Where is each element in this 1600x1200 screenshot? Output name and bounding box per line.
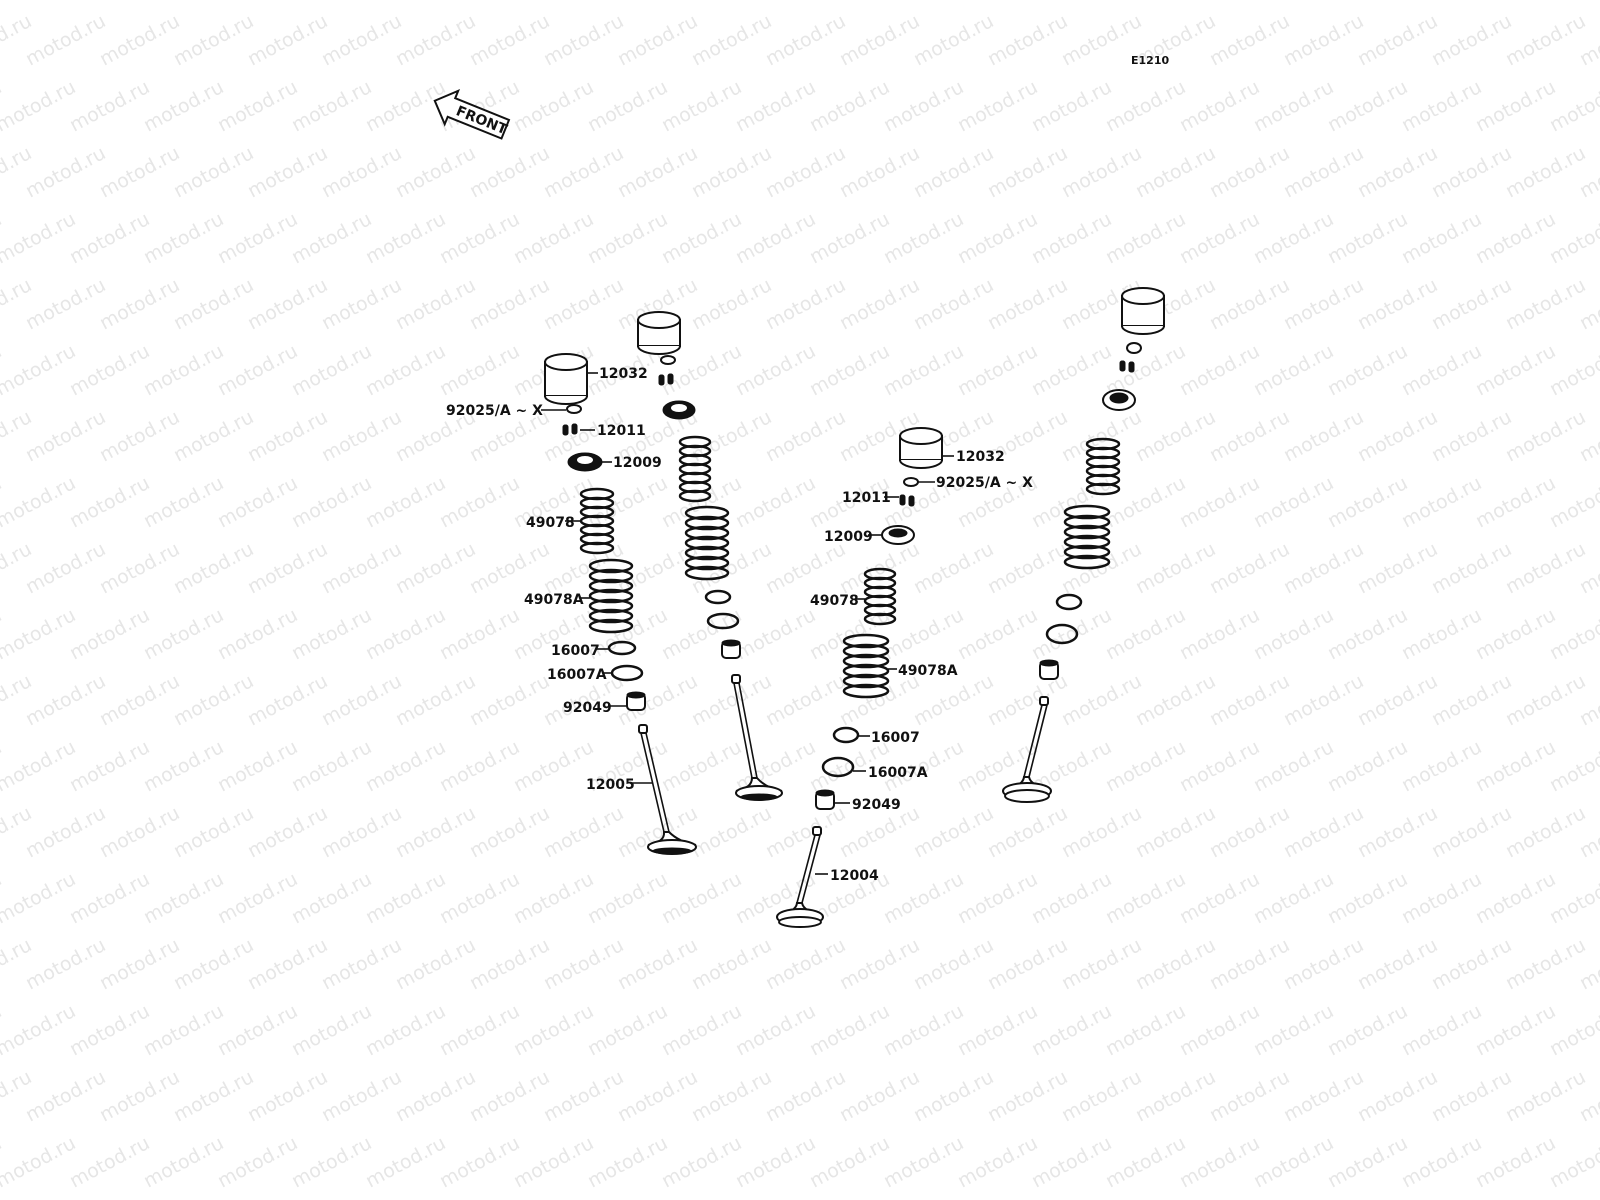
label-left-shim: 92025/A ~ X (446, 403, 543, 419)
mid-valve (776, 826, 824, 928)
right-tappet (1121, 287, 1165, 335)
label-mid-seat-a: 16007A (868, 765, 928, 781)
right-valve-seal (1039, 659, 1059, 680)
right-retainer (1102, 389, 1136, 411)
left-inner-spring (579, 487, 615, 555)
left-shim (566, 404, 582, 414)
middle-valve-assembly (776, 427, 943, 928)
right-valve (1002, 696, 1052, 803)
left-valve (638, 724, 697, 855)
right-spring-seat (1055, 593, 1083, 611)
label-left-retainer: 12009 (613, 455, 662, 471)
label-mid-retainer: 12009 (824, 529, 873, 545)
label-left-seal: 92049 (563, 700, 612, 716)
mid-valve-seal (815, 789, 835, 810)
second-valve-seal (721, 639, 741, 659)
right-outer-spring (1063, 504, 1111, 570)
second-spring-seat (704, 589, 732, 605)
second-inner-spring (678, 435, 712, 503)
label-mid-keeper: 12011 (842, 490, 891, 506)
mid-shim (903, 477, 919, 487)
mid-retainer (881, 525, 915, 545)
label-mid-shim: 92025/A ~ X (936, 475, 1033, 491)
mid-spring-seat (832, 726, 860, 744)
mid-inner-spring (863, 567, 897, 626)
second-valve (731, 674, 783, 801)
label-left-outer-spring: 49078A (524, 592, 584, 608)
second-shim (660, 355, 676, 365)
left-valve-seal (626, 691, 646, 711)
right-valve-assembly (1002, 287, 1165, 803)
second-retainer (662, 400, 696, 420)
second-outer-spring (684, 505, 730, 581)
mid-tappet (899, 427, 943, 469)
label-left-keeper: 12011 (597, 423, 646, 439)
label-mid-seal: 92049 (852, 797, 901, 813)
mid-outer-spring (842, 633, 890, 699)
right-inner-spring (1085, 437, 1121, 496)
label-mid-valve: 12004 (830, 868, 879, 884)
label-left-inner-spring: 49078 (526, 515, 575, 531)
label-mid-tappet: 12032 (956, 449, 1005, 465)
label-mid-inner-spring: 49078 (810, 593, 859, 609)
part-labels: 12032 92025/A ~ X 12011 12009 49078 4907… (446, 366, 1033, 884)
figure-code: E1210 (1131, 54, 1169, 67)
second-spring-seat-a (706, 612, 740, 630)
second-tappet (637, 311, 681, 355)
leader-lines (541, 372, 954, 875)
mid-spring-seat-a (821, 756, 855, 778)
left-spring-seat-a (610, 664, 644, 682)
left-spring-seat (607, 640, 637, 656)
left-keeper (562, 423, 578, 436)
label-mid-outer-spring: 49078A (898, 663, 958, 679)
label-left-tappet: 12032 (599, 366, 648, 382)
left-tappet (544, 353, 588, 405)
label-mid-seat: 16007 (871, 730, 920, 746)
left-retainer (567, 452, 603, 472)
second-keeper (658, 373, 674, 386)
mid-keeper (899, 494, 915, 507)
label-left-seat: 16007 (551, 643, 600, 659)
left-valve-assembly (544, 353, 697, 855)
label-left-seat-a: 16007A (547, 667, 607, 683)
right-spring-seat-a (1045, 623, 1079, 645)
right-shim (1126, 342, 1142, 354)
front-arrow-icon: FRONT (433, 88, 511, 140)
right-keeper (1119, 360, 1135, 373)
label-left-valve: 12005 (586, 777, 635, 793)
second-valve-assembly (637, 311, 783, 801)
left-outer-spring (588, 558, 634, 634)
